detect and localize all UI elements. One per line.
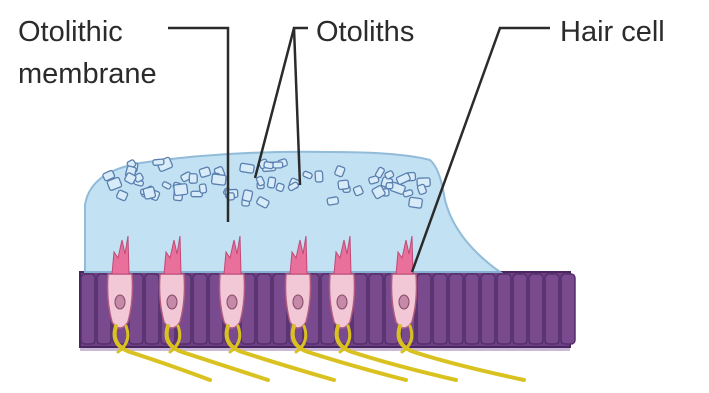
supporting-cell (369, 274, 383, 344)
supporting-cell (193, 274, 207, 344)
label-hair-cell: Hair cell (560, 14, 665, 50)
otolith-crystal (143, 186, 156, 199)
otolith-crystal (327, 197, 339, 206)
supporting-cell (529, 274, 543, 344)
otolith-crystal (174, 183, 188, 195)
hair-cell-nucleus (227, 295, 237, 309)
otolith-crystal (242, 190, 253, 202)
otolith-crystal (211, 174, 226, 185)
supporting-cell (465, 274, 479, 344)
supporting-cell (81, 274, 95, 344)
supporting-cell (545, 274, 559, 344)
otolith-crystal (273, 162, 283, 168)
otolith-crystal (153, 159, 164, 166)
hair-cell-nucleus (337, 295, 347, 309)
supporting-cell (145, 274, 159, 344)
otolith-crystal (189, 174, 197, 183)
otolith-crystal (386, 183, 393, 189)
hair-cell-nucleus (399, 295, 409, 309)
hair-cell-nucleus (293, 295, 303, 309)
supporting-cell (561, 274, 575, 344)
label-otolithic-membrane-line2: membrane (18, 56, 157, 92)
otolith-crystal (338, 180, 349, 190)
label-otoliths: Otoliths (316, 14, 414, 50)
otolith-crystal (315, 171, 323, 182)
otolith-crystal (199, 184, 207, 194)
supporting-cell (481, 274, 495, 344)
otolith-crystal (267, 177, 276, 188)
otolith-crystal (240, 163, 255, 173)
supporting-cells-group (81, 274, 575, 344)
supporting-cell (417, 274, 431, 344)
hair-cell-nucleus (115, 295, 125, 309)
supporting-cell (449, 274, 463, 344)
otolith-crystal (276, 183, 285, 192)
supporting-cell (513, 274, 527, 344)
hair-cell-nucleus (167, 295, 177, 309)
supporting-cell (433, 274, 447, 344)
otolith-crystal (408, 197, 422, 208)
supporting-cell (257, 274, 271, 344)
label-otolithic-membrane-line1: Otolithic (18, 14, 123, 50)
otolith-crystal (264, 161, 274, 169)
supporting-cell (497, 274, 511, 344)
